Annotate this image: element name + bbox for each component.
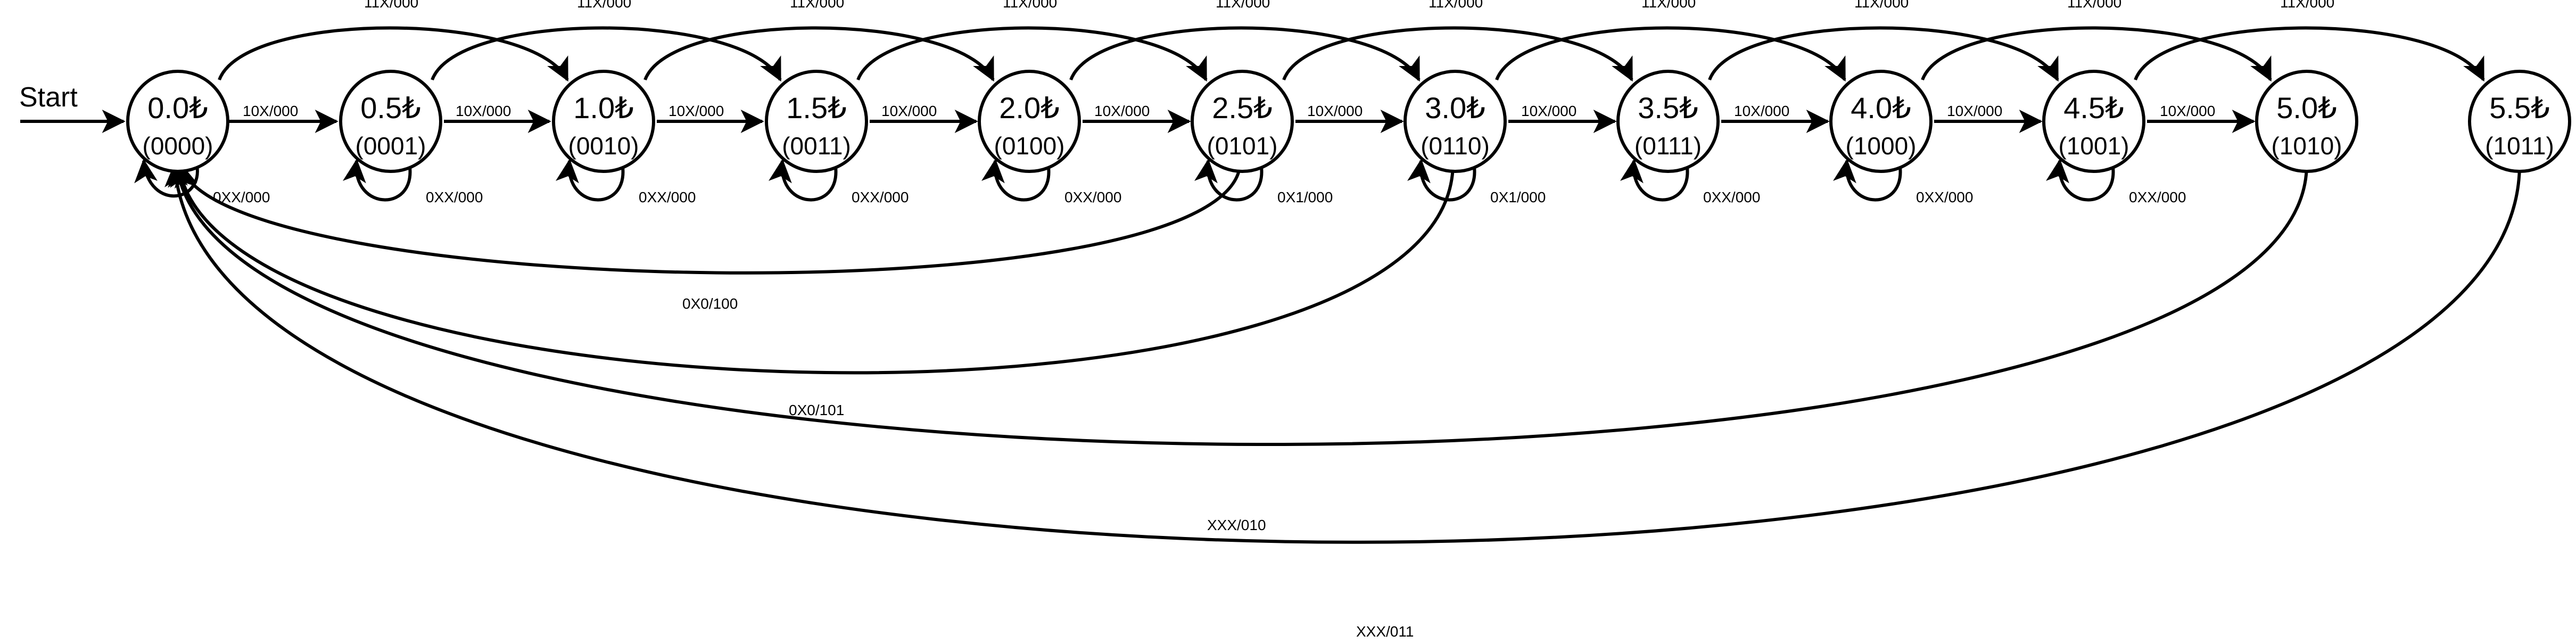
state-code: (0101) [1207, 132, 1278, 160]
edge-label-loop-8: 0XX/000 [1916, 189, 1973, 205]
state-code: (1011) [2485, 132, 2554, 160]
state-code: (0000) [143, 132, 213, 160]
state-node: 3.0₺ (0110) [1403, 70, 1507, 173]
state-node: 2.5₺ (0101) [1191, 70, 1294, 173]
edge-label-return-55: XXX/011 [1356, 623, 1414, 640]
state-value: 3.0₺ [1425, 91, 1485, 125]
edge-label-forward-4: 10X/000 [1094, 103, 1150, 119]
edge-label-loop-2: 0XX/000 [639, 189, 696, 205]
state-node: 4.0₺ (1000) [1829, 70, 1933, 173]
state-code: (1001) [2059, 132, 2129, 160]
edge-label-loop-5: 0X1/000 [1277, 189, 1333, 205]
edge-label-skip-5: 11X/000 [1429, 0, 1483, 11]
edge-label-loop-1: 0XX/000 [426, 189, 483, 205]
edge-label-skip-3: 11X/000 [1003, 0, 1057, 11]
state-code: (0100) [994, 132, 1065, 160]
state-value: 0.5₺ [360, 91, 420, 125]
edge-label-forward-9: 10X/000 [2160, 103, 2215, 119]
edge-label-forward-0: 10X/000 [243, 103, 298, 119]
state-node: 0.0₺ (0000) [126, 70, 229, 173]
edge-label-forward-1: 10X/000 [456, 103, 511, 119]
state-value: 5.5₺ [2489, 91, 2549, 125]
state-code: (0110) [1421, 132, 1490, 160]
state-code: (0011) [782, 132, 851, 160]
state-value: 2.0₺ [999, 91, 1059, 125]
state-value: 3.5₺ [1638, 91, 1698, 125]
edge-label-loop-3: 0XX/000 [852, 189, 909, 205]
edge-label-return-25: 0X0/100 [682, 295, 738, 312]
edge-label-forward-8: 10X/000 [1947, 103, 2002, 119]
edge-label-skip-7: 11X/000 [1854, 0, 1909, 11]
edge-label-forward-5: 10X/000 [1307, 103, 1363, 119]
edge-label-skip-2: 11X/000 [790, 0, 844, 11]
edge-label-skip-1: 11X/000 [577, 0, 631, 11]
edge-label-return-50: XXX/010 [1207, 517, 1266, 533]
state-value: 0.0₺ [147, 91, 208, 125]
return-edges: 0X0/100 0X0/101 XXX/010 XXX/011 [164, 163, 2521, 640]
edge-label-skip-4: 11X/000 [1216, 0, 1270, 11]
state-value: 5.0₺ [2276, 91, 2336, 125]
edge-label-skip-9: 11X/000 [2280, 0, 2334, 11]
state-value: 4.0₺ [1851, 91, 1911, 125]
edge-label-skip-8: 11X/000 [2067, 0, 2121, 11]
state-code: (1010) [2272, 132, 2342, 160]
state-node: 4.5₺ (1001) [2042, 70, 2145, 173]
state-code: (0001) [356, 132, 426, 160]
state-code: (0111) [1634, 132, 1702, 160]
state-value: 1.0₺ [573, 91, 633, 125]
edge-label-loop-6: 0X1/000 [1490, 189, 1546, 205]
state-node: 5.0₺ (1010) [2255, 70, 2358, 173]
state-value: 4.5₺ [2063, 91, 2124, 125]
edge-label-forward-7: 10X/000 [1734, 103, 1789, 119]
state-node: 3.5₺ (0111) [1616, 70, 1720, 173]
state-value: 2.5₺ [1212, 91, 1272, 125]
edge-label-loop-9: 0XX/000 [2129, 189, 2186, 205]
edge-label-return-30: 0X0/101 [789, 402, 844, 418]
state-node: 2.0₺ (0100) [978, 70, 1081, 173]
state-code: (0010) [568, 132, 639, 160]
edge-label-forward-6: 10X/000 [1521, 103, 1576, 119]
edge-label-loop-7: 0XX/000 [1703, 189, 1760, 205]
edge-label-loop-4: 0XX/000 [1064, 189, 1121, 205]
state-node: 1.0₺ (0010) [552, 70, 655, 173]
forward-edges: 10X/000 10X/000 10X/000 10X/000 10X/000 … [220, 103, 2256, 133]
start-arrow: Start [19, 82, 126, 133]
state-node: 1.5₺ (0011) [765, 70, 868, 173]
edge-label-skip-0: 11X/000 [364, 0, 418, 11]
start-label: Start [19, 82, 78, 113]
state-nodes: 0.0₺ (0000) 0.5₺ (0001) 1.0₺ (0010) 1.5₺… [126, 70, 2571, 173]
edge-label-forward-2: 10X/000 [668, 103, 724, 119]
edge-label-skip-6: 11X/000 [1641, 0, 1696, 11]
state-value: 1.5₺ [786, 91, 846, 125]
edge-label-forward-3: 10X/000 [881, 103, 937, 119]
state-code: (1000) [1846, 132, 1917, 160]
self-loop-edges: 0XX/000 0XX/000 0XX/000 0XX/000 0XX/000 … [134, 159, 2186, 205]
skip-edges: 11X/000 11X/000 11X/000 11X/000 11X/000 … [218, 0, 2485, 82]
state-node: 0.5₺ (0001) [339, 70, 442, 173]
state-node: 5.5₺ (1011) [2468, 70, 2571, 173]
